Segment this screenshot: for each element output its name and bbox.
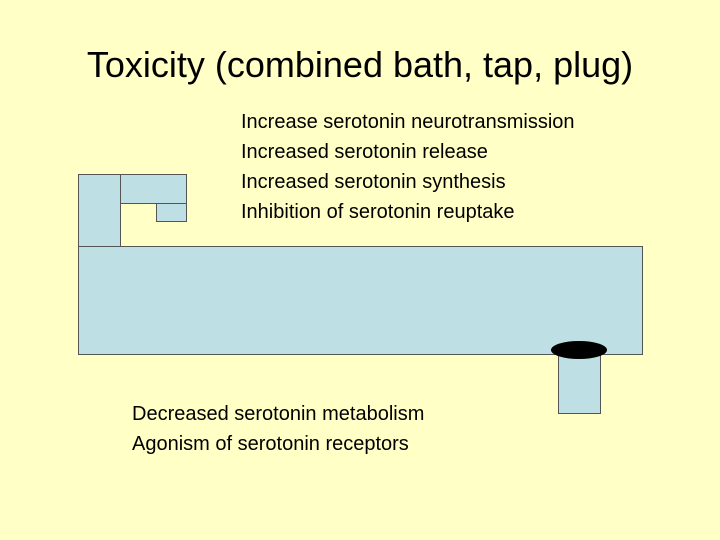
list-item: Increased serotonin synthesis [241,167,575,197]
plug-icon [551,341,607,359]
drain-outputs-list: Decreased serotonin metabolism Agonism o… [132,399,424,459]
tap-spout [156,203,187,222]
tap-pipe-vertical [78,174,121,247]
list-item: Increase serotonin neurotransmission [241,107,575,137]
list-item: Increased serotonin release [241,137,575,167]
drain-pipe [558,354,601,414]
slide-title: Toxicity (combined bath, tap, plug) [0,44,720,86]
list-item: Inhibition of serotonin reuptake [241,197,575,227]
list-item: Decreased serotonin metabolism [132,399,424,429]
bath-tub [78,246,643,355]
tap-pipe-horizontal [120,174,187,204]
bath-inputs-list: Increase serotonin neurotransmission Inc… [241,107,575,227]
list-item: Agonism of serotonin receptors [132,429,424,459]
